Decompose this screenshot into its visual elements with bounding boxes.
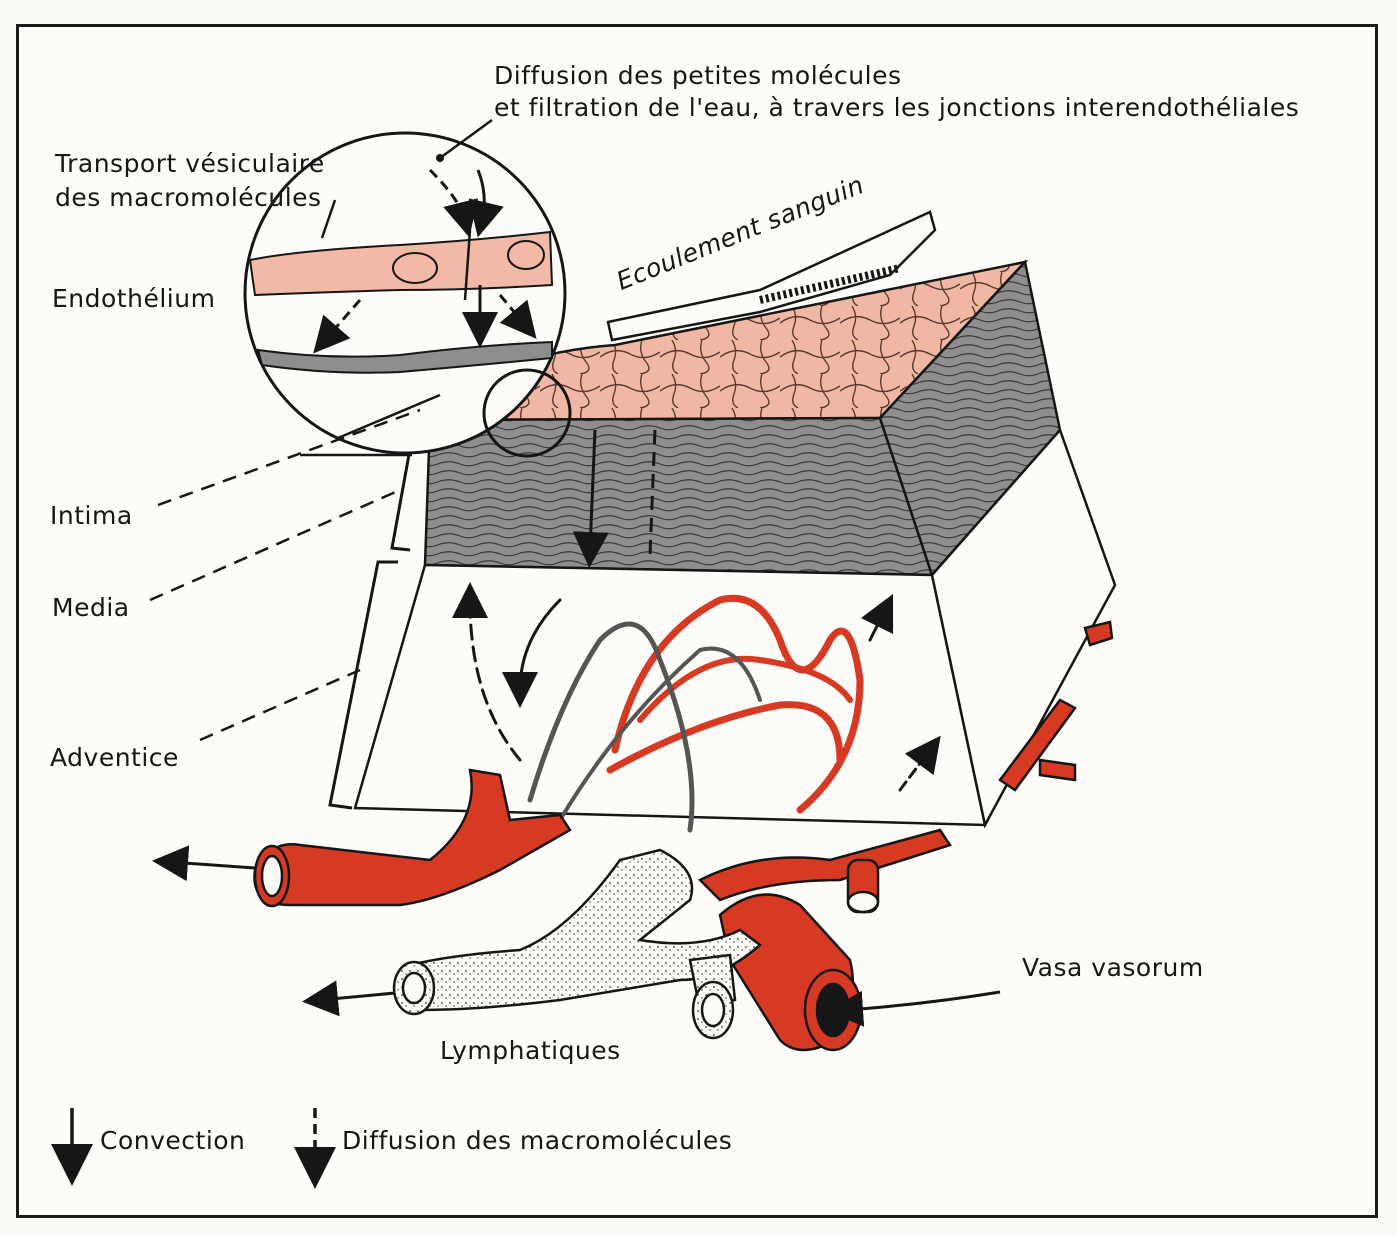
intima-leader xyxy=(157,408,421,507)
media-layer-front xyxy=(423,416,934,577)
adventice-layer-side xyxy=(930,427,1117,829)
adventice-leader xyxy=(199,668,361,742)
arterial-outflow-arrow xyxy=(152,845,256,882)
lymphatic-vessels xyxy=(392,848,762,1040)
intima-label: Intima xyxy=(50,501,133,530)
vasa-vasorum-leader xyxy=(827,990,1001,1027)
zoom-origin-circle xyxy=(482,368,572,458)
diffusion-leader xyxy=(439,118,493,160)
blood-flow-plate xyxy=(606,210,937,342)
vesicular-arrow xyxy=(313,299,362,354)
diffusion-title-line1: Diffusion des petites molécules xyxy=(494,61,902,90)
media-label: Media xyxy=(52,593,130,622)
transport-label-line2: des macromolécules xyxy=(55,183,322,212)
adventice-capillaries xyxy=(452,582,941,833)
legend-diffusion-label: Diffusion des macromolécules xyxy=(342,1126,733,1155)
media-leader xyxy=(149,488,401,602)
media-bracket xyxy=(328,560,398,810)
endothelium-label: Endothélium xyxy=(52,284,216,313)
diffusion-title-line2: et filtration de l'eau, à travers les jo… xyxy=(494,93,1300,122)
adventice-layer-front xyxy=(353,563,987,827)
adventice-label: Adventice xyxy=(50,743,179,772)
lymph-outflow-arrow xyxy=(302,980,396,1017)
lymphatiques-label: Lymphatiques xyxy=(440,1036,621,1065)
transport-label-line1: Transport vésiculaire xyxy=(55,149,325,178)
legend-convection-label: Convection xyxy=(100,1126,246,1155)
convection-arrow xyxy=(572,429,609,568)
transport-leader xyxy=(320,199,337,239)
vasa-vasorum-label: Vasa vasorum xyxy=(1022,953,1204,982)
